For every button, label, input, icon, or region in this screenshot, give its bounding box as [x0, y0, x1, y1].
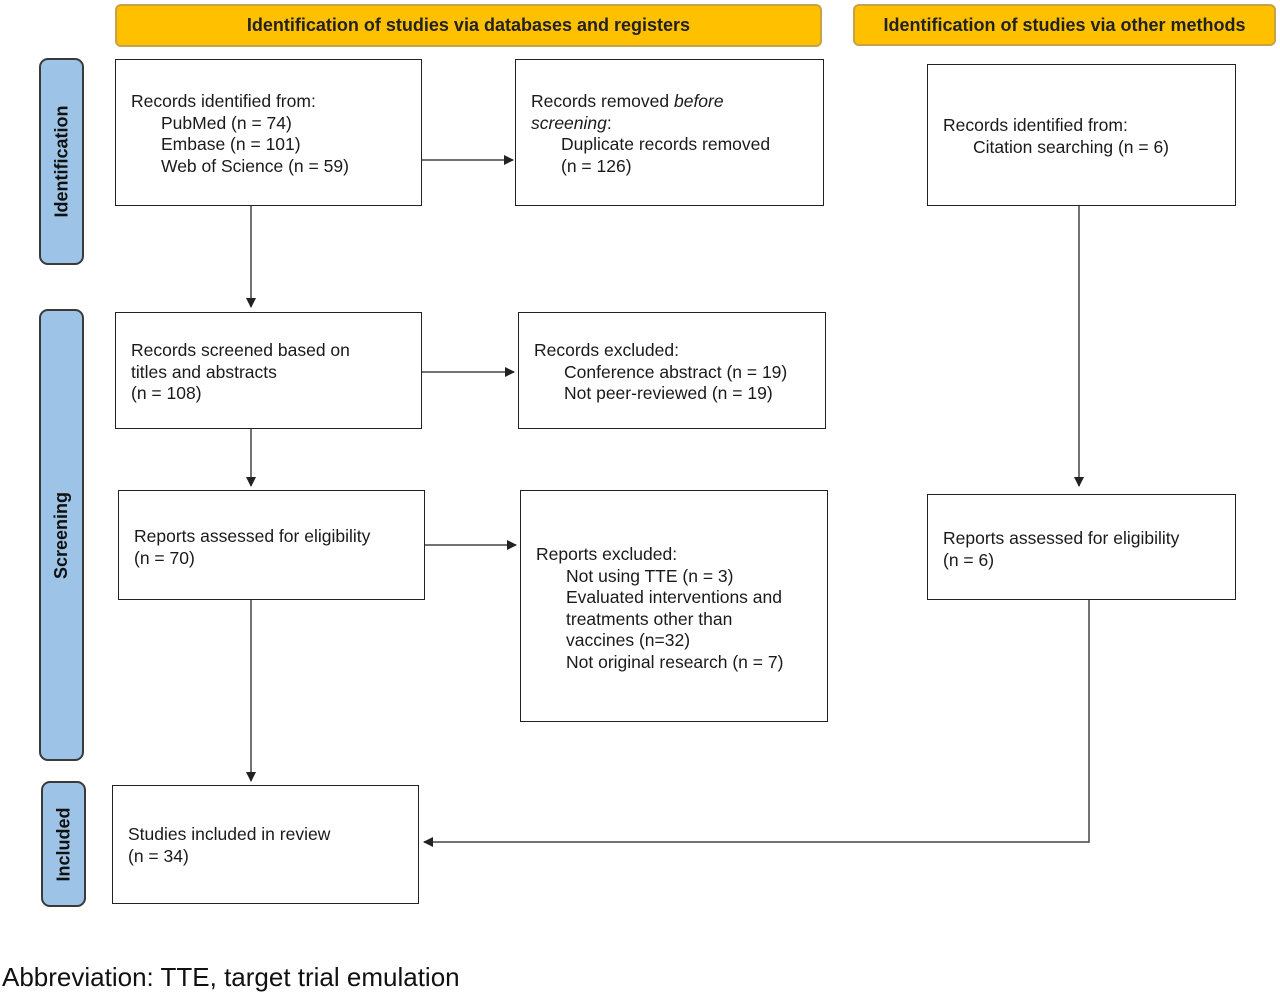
records-removed-title-emphasis-2: screening — [531, 112, 607, 133]
records-screened-line: titles and abstracts — [131, 361, 277, 382]
reports-assessed-line: (n = 70) — [134, 547, 195, 568]
records-removed-item: (n = 126) — [561, 155, 632, 176]
records-screened-line: Records screened based on — [131, 340, 350, 360]
records-excluded-box: Records excluded: Conference abstract (n… — [518, 312, 826, 429]
records-identified-title: Records identified from: — [131, 91, 316, 111]
reports-excluded-title: Reports excluded: — [536, 544, 678, 564]
reports-excluded-item: treatments other than — [566, 608, 733, 629]
footnote: Abbreviation: TTE, target trial emulatio… — [2, 962, 460, 992]
other-identified-item: Citation searching (n = 6) — [973, 136, 1170, 157]
records-identified-item: Embase (n = 101) — [161, 134, 301, 154]
records-identified-box: Records identified from: PubMed (n = 74)… — [115, 59, 422, 206]
records-removed-title-cont: screening: — [531, 113, 813, 135]
databases-header-label: Identification of studies via databases … — [246, 15, 691, 35]
reports-excluded-item: Not original research (n = 7) — [566, 651, 784, 672]
other-assessed-box: Reports assessed for eligibility (n = 6) — [927, 494, 1236, 600]
other-identified-title: Records identified from: — [943, 115, 1128, 135]
records-removed-title-text: Records removed — [531, 91, 674, 111]
records-excluded-item: Conference abstract (n = 19) — [564, 361, 788, 382]
reports-assessed-box: Reports assessed for eligibility (n = 70… — [118, 490, 425, 600]
records-removed-colon: : — [606, 112, 612, 133]
reports-excluded-item: Not using TTE (n = 3) — [566, 565, 734, 586]
other-methods-header-label: Identification of studies via other meth… — [883, 14, 1246, 35]
records-excluded-title: Records excluded: — [534, 340, 679, 360]
records-excluded-item: Not peer-reviewed (n = 19) — [564, 383, 773, 403]
databases-header: Identification of studies via databases … — [115, 4, 822, 47]
other-assessed-line: (n = 6) — [943, 549, 995, 570]
reports-excluded-box: Reports excluded: Not using TTE (n = 3) … — [520, 490, 828, 722]
records-screened-box: Records screened based on titles and abs… — [115, 312, 422, 429]
included-box: Studies included in review (n = 34) — [112, 785, 419, 904]
included-line: Studies included in review — [128, 824, 331, 844]
other-methods-header: Identification of studies via other meth… — [853, 4, 1276, 46]
records-removed-box: Records removed before screening: Duplic… — [515, 59, 824, 206]
records-removed-title-emphasis: before — [673, 91, 724, 111]
other-identified-box: Records identified from: Citation search… — [927, 64, 1236, 206]
phase-screening: Screening — [39, 309, 84, 761]
reports-excluded-item: vaccines (n=32) — [566, 630, 691, 650]
records-removed-item: Duplicate records removed — [561, 134, 771, 154]
arrow-other-assessed-to-included — [423, 600, 1090, 847]
reports-assessed-line: Reports assessed for eligibility — [134, 526, 371, 546]
records-identified-item: PubMed (n = 74) — [161, 112, 292, 133]
other-assessed-line: Reports assessed for eligibility — [943, 528, 1180, 548]
records-screened-line: (n = 108) — [131, 383, 202, 403]
records-removed-title: Records removed before — [531, 91, 813, 113]
reports-excluded-item: Evaluated interventions and — [566, 587, 782, 607]
records-identified-item: Web of Science (n = 59) — [161, 155, 349, 176]
phase-included: Included — [41, 781, 86, 907]
phase-identification: Identification — [39, 58, 84, 265]
included-line: (n = 34) — [128, 845, 189, 866]
